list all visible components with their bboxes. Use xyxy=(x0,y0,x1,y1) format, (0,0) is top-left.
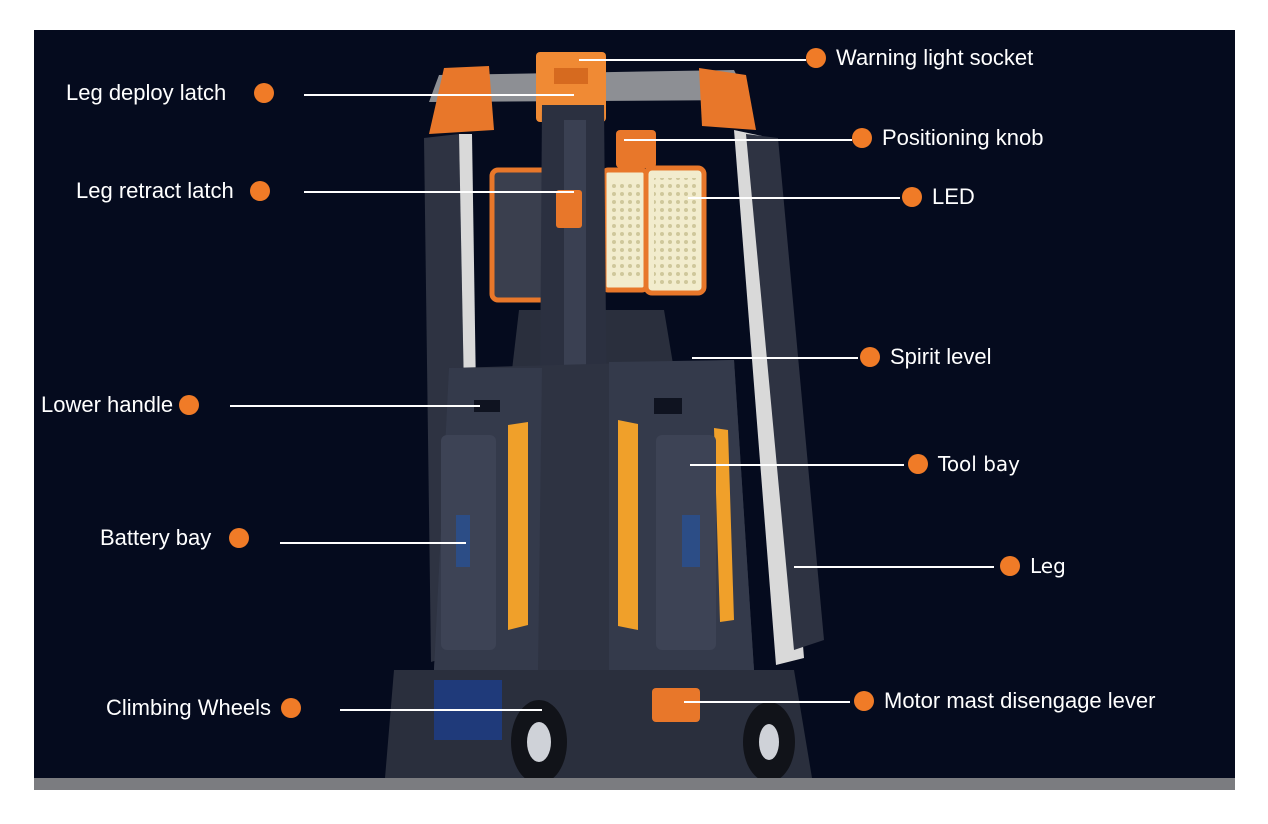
marker-dot xyxy=(852,128,872,148)
callout-label: Motor mast disengage lever xyxy=(884,688,1156,713)
warning-sticker xyxy=(434,680,502,740)
callout-label: Leg retract latch xyxy=(76,178,234,203)
marker-dot xyxy=(908,454,928,474)
leg-retract-latch xyxy=(556,190,582,228)
marker-dot xyxy=(254,83,275,103)
marker-dot xyxy=(902,187,922,207)
lower-handle xyxy=(474,400,500,412)
callout-tool-bay: Tool bay xyxy=(908,454,1020,474)
marker-dot xyxy=(249,181,270,201)
callout-climbing-wheels: Climbing Wheels xyxy=(106,695,302,720)
marker-dot xyxy=(281,698,302,718)
callout-battery-bay: Battery bay xyxy=(100,525,250,550)
callout-label: Lower handle xyxy=(41,392,174,417)
callout-label: Leg deploy latch xyxy=(66,80,227,105)
warning-light-socket xyxy=(536,52,606,122)
callout-lower-handle: Lower handle xyxy=(41,392,200,417)
motor-mast-disengage-lever xyxy=(652,688,700,722)
callout-label: Climbing Wheels xyxy=(106,695,272,720)
callout-label: Tool bay xyxy=(938,452,1020,476)
marker-dot xyxy=(229,528,250,548)
left-top-bracket xyxy=(429,66,494,134)
right-top-bracket xyxy=(699,68,756,130)
marker-dot xyxy=(854,691,874,711)
marker-dot xyxy=(860,347,880,367)
callout-led: LED xyxy=(902,186,975,208)
callout-motor-mast-disengage-lever: Motor mast disengage lever xyxy=(854,690,1155,712)
callout-label: Warning light socket xyxy=(836,45,1034,70)
callout-label: Positioning knob xyxy=(882,125,1044,150)
callout-label: Leg xyxy=(1030,554,1066,578)
marker-dot xyxy=(1000,556,1020,576)
callout-leg-retract-latch: Leg retract latch xyxy=(76,180,270,202)
callout-leg-deploy-latch: Leg deploy latch xyxy=(66,80,275,105)
callout-leg: Leg xyxy=(1000,556,1066,576)
callout-warning-light-socket: Warning light socket xyxy=(806,47,1033,69)
callout-label: LED xyxy=(932,184,975,209)
marker-dot xyxy=(806,48,826,68)
callout-positioning-knob: Positioning knob xyxy=(852,127,1043,149)
callout-label: Spirit level xyxy=(890,344,992,369)
callout-label: Battery bay xyxy=(100,525,212,550)
diagram-canvas: Warning light socket Leg deploy latch Po… xyxy=(34,30,1235,790)
positioning-knob xyxy=(616,130,656,168)
marker-dot xyxy=(179,395,200,415)
callout-spirit-level: Spirit level xyxy=(860,346,991,368)
light-tower-illustration xyxy=(34,52,1235,790)
